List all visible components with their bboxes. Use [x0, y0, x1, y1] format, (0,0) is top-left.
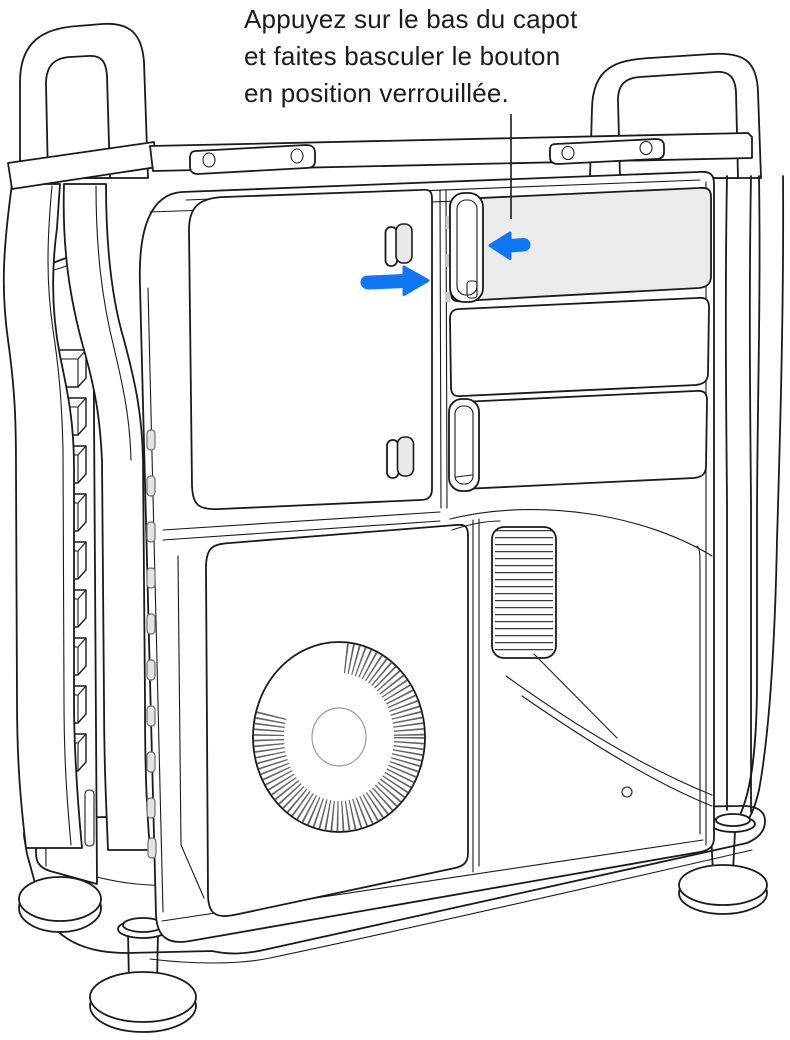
right-handle-opening [618, 72, 738, 178]
arrow-right-icon [362, 267, 428, 295]
screw-hole [622, 787, 632, 797]
panel-grooves [163, 190, 479, 898]
left-handle-opening [46, 56, 110, 178]
screw-hole [203, 153, 215, 167]
foot-back-left [19, 877, 101, 932]
blower-fan [210, 572, 425, 832]
screw-hole [291, 149, 303, 163]
ssd-cover-latch [450, 193, 483, 302]
drive-bay-panel-2 [450, 298, 709, 396]
dimm-door-panel [189, 190, 432, 509]
ssd-cover-highlighted [446, 188, 711, 302]
arrow-left-icon [490, 233, 529, 259]
left-frame [4, 24, 150, 850]
screw-hole [640, 142, 652, 155]
feet [19, 831, 767, 1032]
caption-line-3: en position verrouillée. [244, 78, 509, 108]
heatsink [492, 527, 556, 658]
fan-panel [206, 525, 468, 916]
screw-hole [562, 147, 574, 160]
cover-lock-button-bottom [387, 437, 414, 478]
caption-line-2: et faites basculer le bouton [244, 41, 561, 71]
interior-compartment [450, 510, 712, 834]
drive-bay-panel-3 [449, 391, 707, 491]
foot-front-left [90, 918, 196, 1032]
rail-bracket-right [550, 139, 664, 164]
top-rail [8, 133, 752, 189]
caption-line-1: Appuyez sur le bas du capot [244, 4, 578, 34]
foot-right [679, 831, 767, 914]
cover-lock-button-top [386, 224, 413, 266]
instruction-caption: Appuyez sur le bas du capot et faites ba… [244, 1, 578, 112]
rail-bracket-left [190, 145, 315, 174]
left-outer-leg [4, 184, 82, 848]
